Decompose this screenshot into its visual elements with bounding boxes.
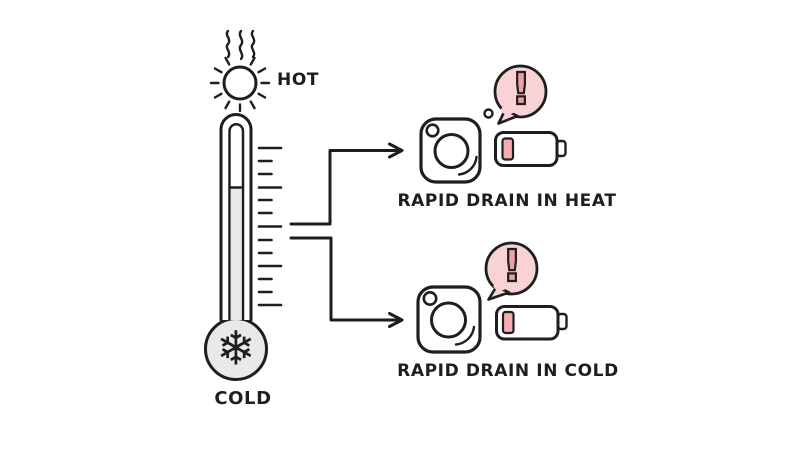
bubble-dot [483, 108, 494, 119]
camera-lens [433, 133, 470, 169]
sun-icon [209, 56, 271, 113]
thermometer-ticks [257, 146, 283, 307]
battery-charge-bar [501, 310, 515, 335]
camera-lens [430, 301, 467, 339]
arrow-to-cold [289, 236, 404, 328]
alert-exclamation-heat: ! [510, 64, 532, 115]
snowflake-icon: ❄ [216, 321, 256, 377]
rapid-drain-cold-label: RAPID DRAIN IN COLD [397, 361, 619, 381]
low-battery-icon-heat [494, 131, 567, 167]
arrowhead [388, 312, 404, 328]
hot-label: HOT [277, 70, 320, 90]
camera-viewfinder [425, 123, 440, 138]
heat-waves-icon [225, 29, 256, 61]
camera-viewfinder [422, 290, 438, 306]
camera-icon-heat [419, 117, 482, 184]
camera-icon-cold [416, 285, 482, 354]
arrow-to-heat [289, 142, 404, 226]
thermometer-fluid [230, 188, 242, 320]
battery-charge-bar [501, 137, 515, 161]
rapid-drain-heat-label: RAPID DRAIN IN HEAT [397, 191, 617, 211]
alert-exclamation-cold: ! [501, 241, 523, 292]
thermometer-icon [204, 113, 268, 381]
alert-bubble-icon-cold [484, 241, 539, 301]
alert-bubble-icon-heat [483, 64, 548, 125]
arrowhead [388, 142, 404, 159]
low-battery-icon-cold [495, 305, 568, 341]
cold-label: COLD [214, 388, 272, 409]
